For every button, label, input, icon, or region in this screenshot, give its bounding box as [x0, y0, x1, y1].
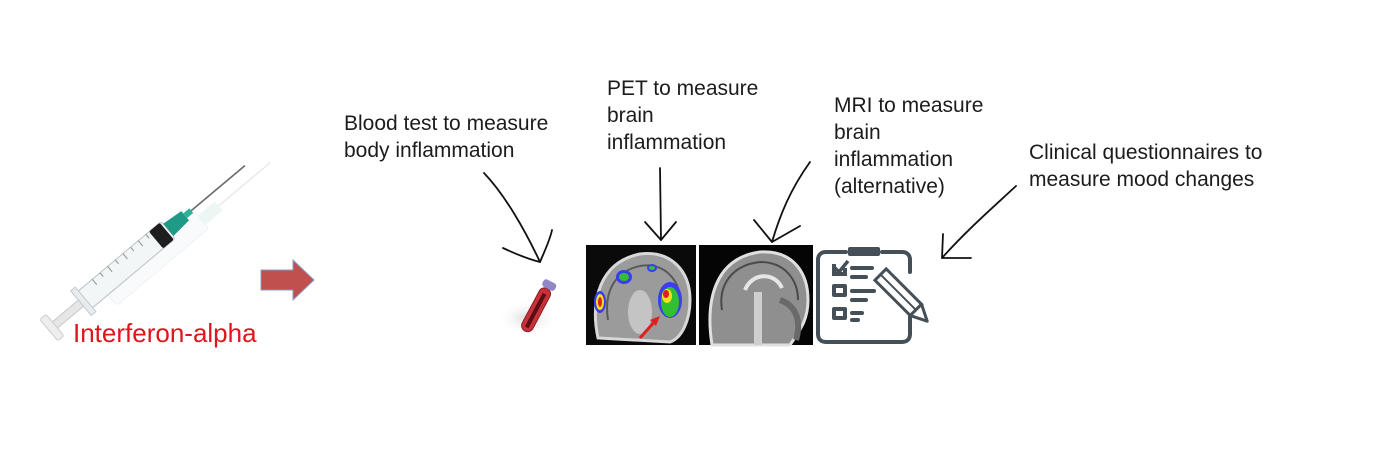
- drug-label: Interferon-alpha: [73, 318, 257, 348]
- pointer-arrow-questionnaire-head: [941, 233, 972, 259]
- blood-test-label: Blood test to measure body inflammation: [344, 112, 549, 162]
- pointer-arrow-mri-head: [753, 219, 801, 243]
- questionnaire-label: Clinical questionnaires to measure mood …: [1029, 141, 1263, 191]
- pointer-arrow-pet-head: [644, 221, 677, 241]
- pointer-arrow-mri: [771, 161, 811, 243]
- pointer-arrow-blood-head: [502, 229, 553, 263]
- pet-label: PET to measure brain inflammation: [607, 77, 759, 154]
- pointer-arrow-blood: [483, 172, 541, 263]
- pointer-arrow-questionnaire: [941, 185, 1017, 259]
- mri-label: MRI to measure brain inflammation (alter…: [834, 94, 984, 198]
- pointer-arrow-pet: [659, 167, 662, 241]
